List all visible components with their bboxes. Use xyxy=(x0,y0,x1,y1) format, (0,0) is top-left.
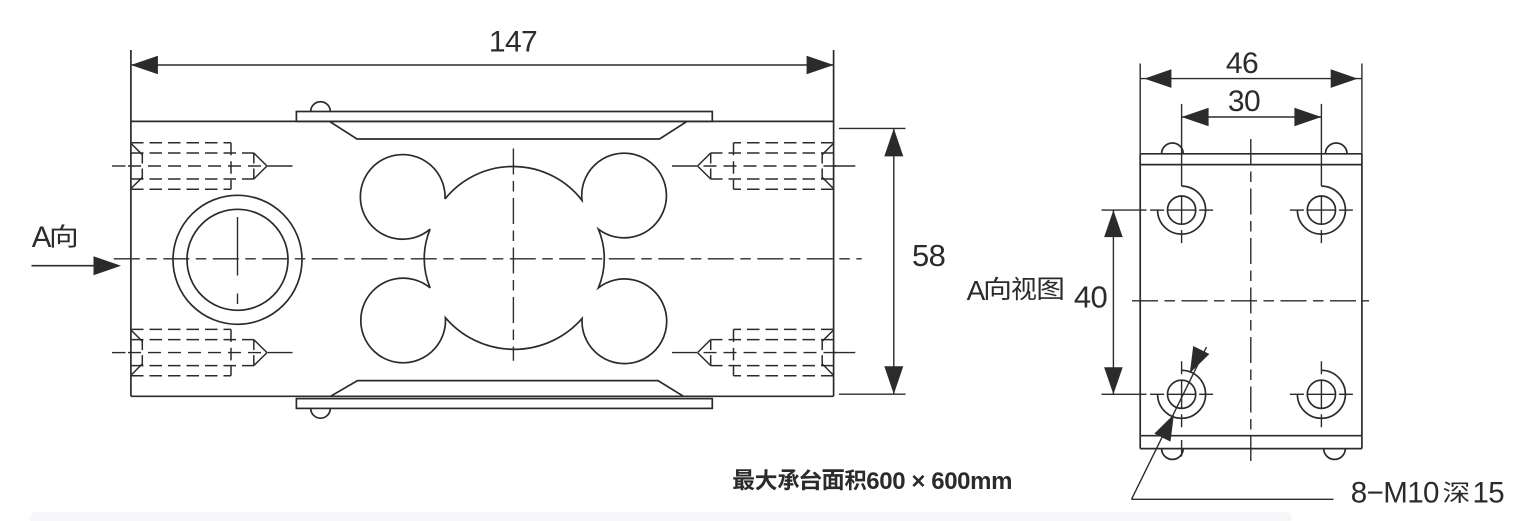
svg-text:15: 15 xyxy=(1473,477,1505,510)
svg-text:58: 58 xyxy=(912,238,945,273)
svg-text:600 × 600mm: 600 × 600mm xyxy=(866,468,1012,495)
svg-text:8−M10: 8−M10 xyxy=(1351,477,1439,510)
svg-text:46: 46 xyxy=(1226,47,1258,80)
svg-text:147: 147 xyxy=(489,26,537,59)
svg-text:40: 40 xyxy=(1074,280,1108,315)
svg-text:A: A xyxy=(967,275,986,306)
svg-text:A: A xyxy=(32,221,52,254)
svg-text:30: 30 xyxy=(1228,85,1260,118)
